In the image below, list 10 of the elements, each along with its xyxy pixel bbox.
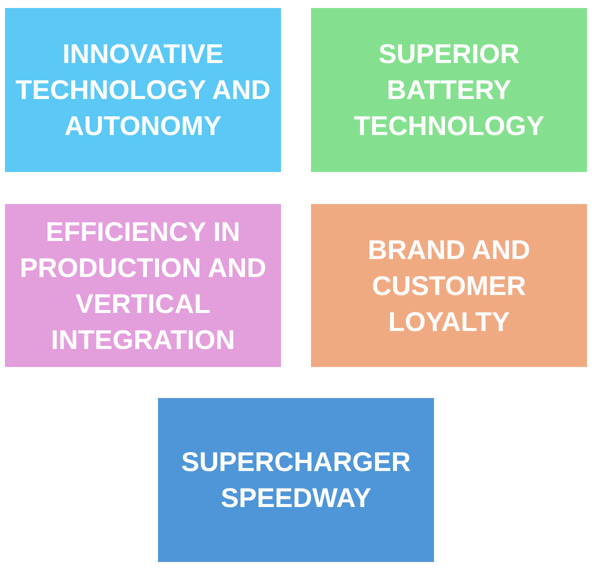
box-title: SUPERCHARGER SPEEDWAY [180, 446, 412, 515]
category-box [158, 398, 434, 562]
box-title: INNOVATIVE TECHNOLOGY AND AUTONOMY [14, 38, 272, 143]
box-title: EFFICIENCY IN PRODUCTION AND VERTICAL INTEGRATION [18, 216, 268, 356]
category-box [311, 8, 587, 172]
box-title: SUPERIOR BATTERY TECHNOLOGY [352, 38, 546, 143]
category-box [311, 204, 587, 367]
box-title: BRAND AND CUSTOMER LOYALTY [366, 234, 532, 338]
category-box [5, 204, 281, 367]
category-box [5, 8, 281, 172]
